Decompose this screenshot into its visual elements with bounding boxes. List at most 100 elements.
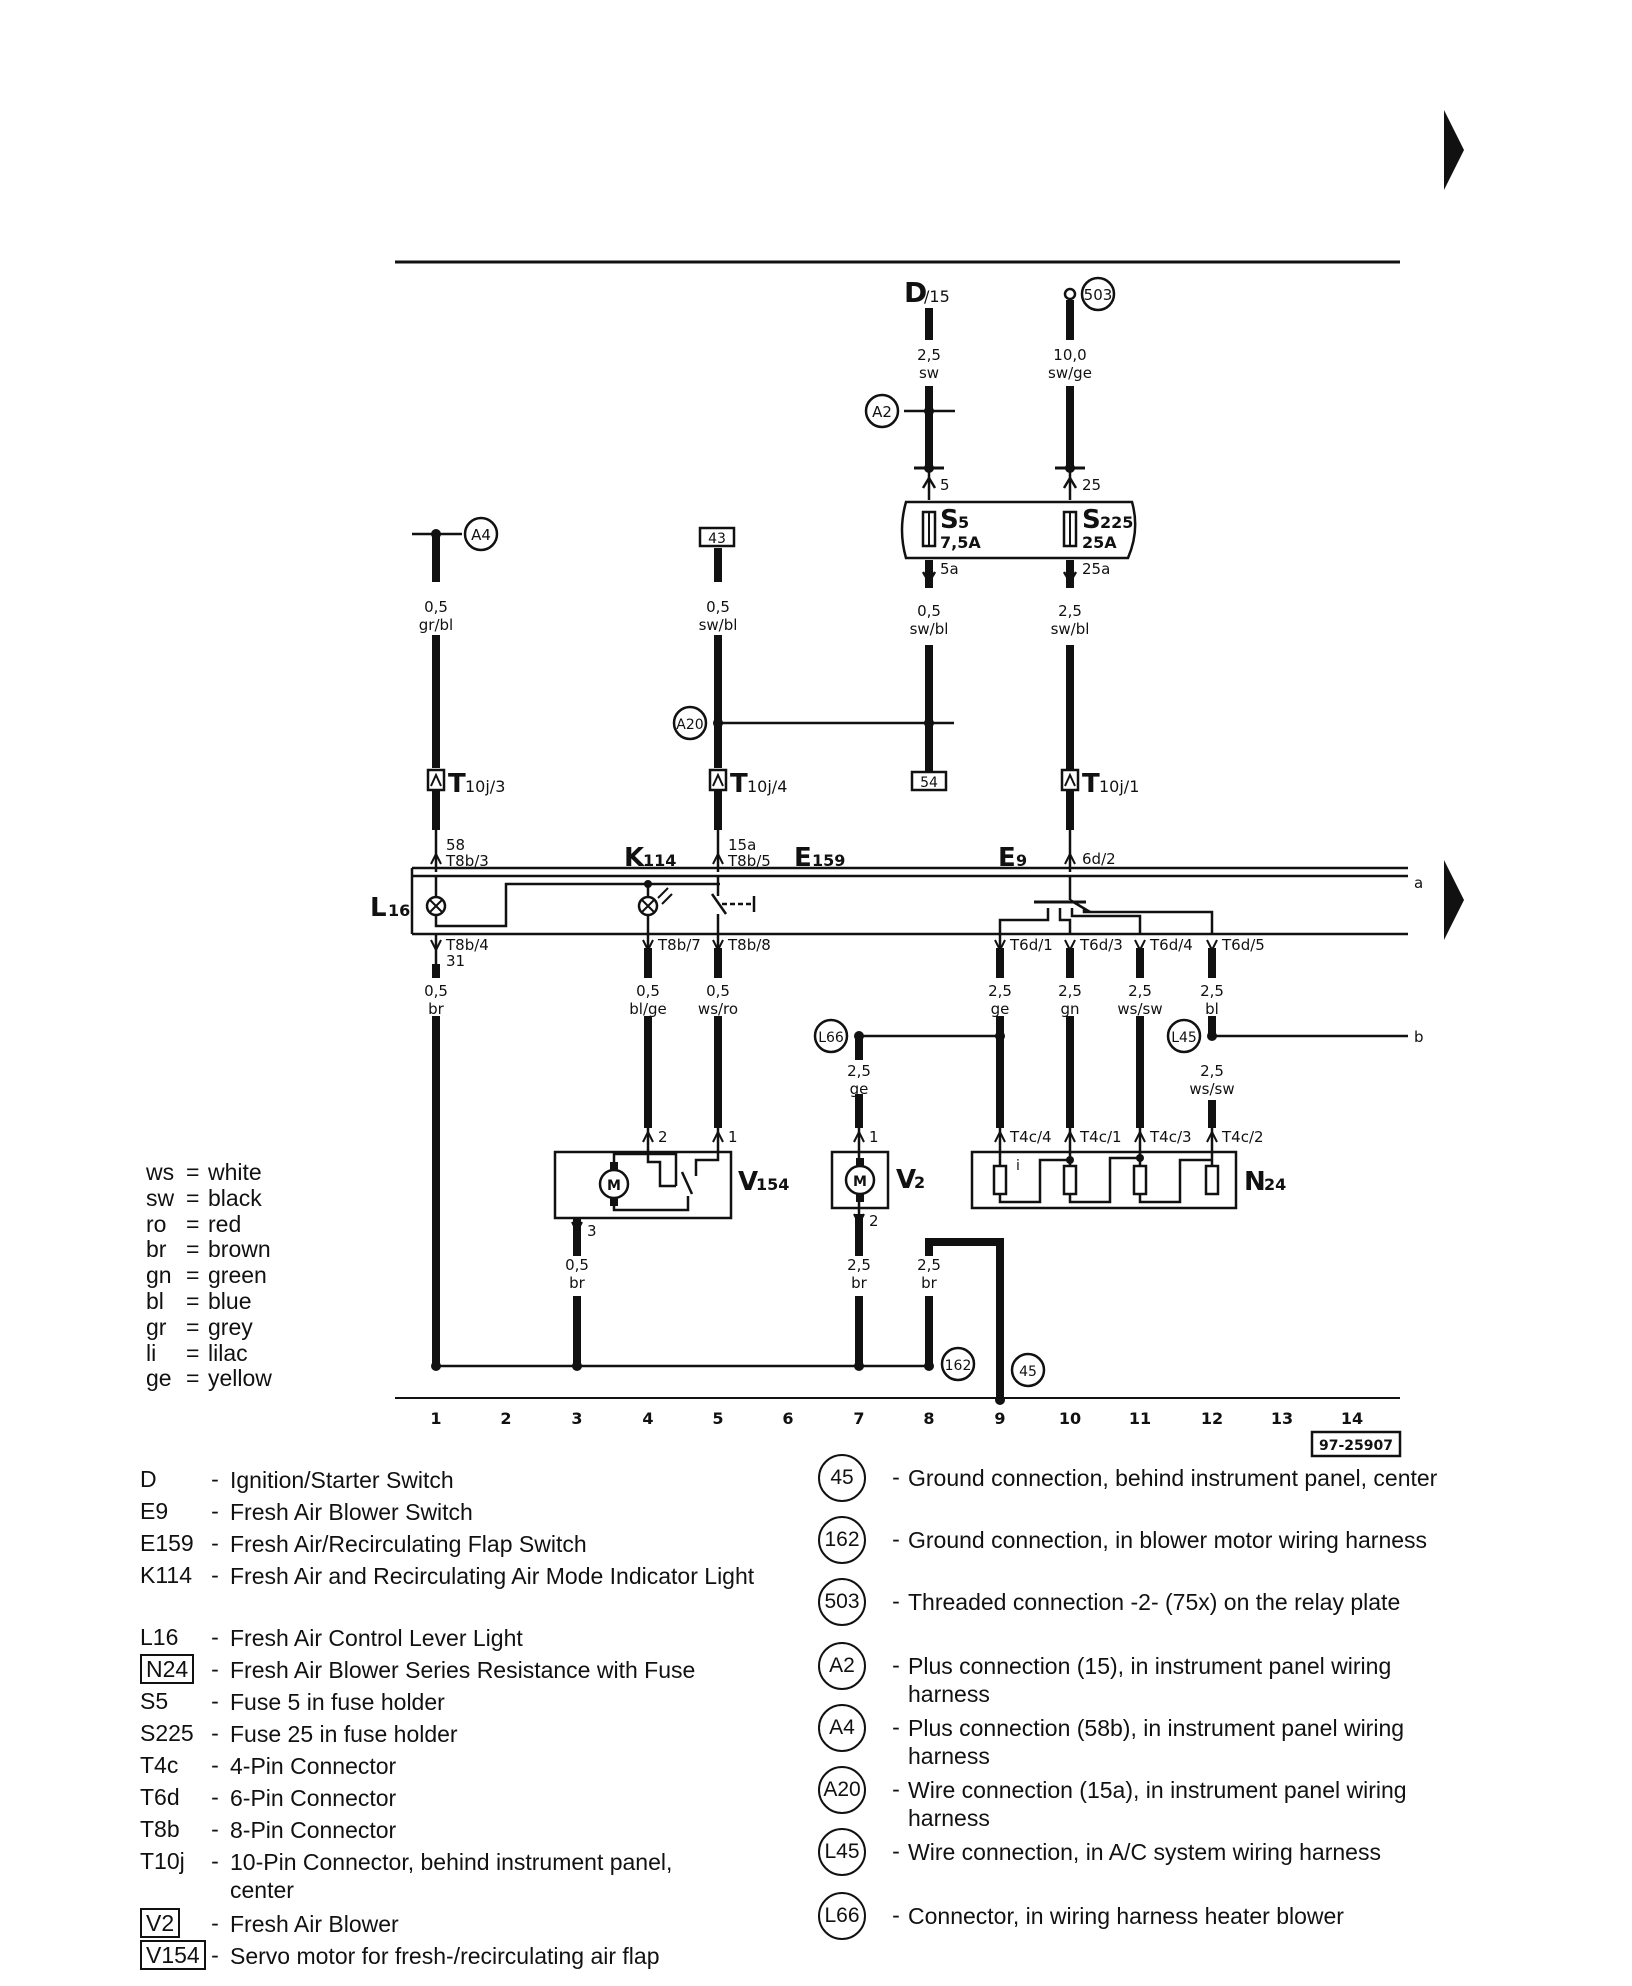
legend-desc: Plus connection (58b), in instrument pan… xyxy=(908,1715,1405,1769)
circle-162 xyxy=(940,1346,976,1382)
wire-col7-color: ge xyxy=(850,1080,869,1098)
legend-item: V2-Fresh Air Blower xyxy=(140,1908,399,1938)
blower-V2-brush-bottom xyxy=(856,1194,864,1202)
resistor-N24-r2 xyxy=(1132,1164,1148,1196)
color-code: ws xyxy=(146,1159,175,1185)
label-K114-main: K xyxy=(624,843,645,873)
pin-V154-3: 3 xyxy=(587,1222,597,1240)
legend-circle: A2 xyxy=(818,1642,866,1690)
box-43-label: 43 xyxy=(708,531,726,547)
legend-desc: Ground connection, in blower motor wirin… xyxy=(908,1527,1428,1553)
wire-col3-size: 0,5 xyxy=(565,1256,589,1274)
wire-col7-size: 2,5 xyxy=(847,1062,871,1080)
color-legend: ws=white sw=black ro=red br=brown gn=gre… xyxy=(146,1159,272,1392)
legend-circle: L45 xyxy=(818,1828,866,1876)
fuse-S225-rating: 25A xyxy=(1082,533,1117,552)
pin-T8b3: T8b/3 xyxy=(445,852,489,870)
color-name: white xyxy=(208,1159,262,1185)
terminal-503-ring xyxy=(1063,287,1077,301)
label-E159-sub: 159 xyxy=(812,851,845,870)
servo-V154-brush-bottom xyxy=(610,1198,618,1206)
column-number: 2 xyxy=(500,1409,511,1428)
column-number: 11 xyxy=(1129,1409,1151,1428)
pin-5: 5 xyxy=(940,476,950,494)
pin-arrow-58 xyxy=(430,851,442,865)
legend-code: L16 xyxy=(140,1624,179,1650)
legend-item: T4c-4-Pin Connector xyxy=(140,1752,396,1780)
servo-V154-motor-label: M xyxy=(607,1178,621,1194)
equals-sign: = xyxy=(186,1159,200,1185)
legend-desc: Fresh Air and Recirculating Air Mode Ind… xyxy=(230,1563,755,1589)
circle-45 xyxy=(1010,1352,1046,1388)
legend-code: E9 xyxy=(140,1498,169,1524)
legend-connection-item: L66-Connector, in wiring harness heater … xyxy=(818,1892,1458,1940)
pin-25: 25 xyxy=(1082,476,1101,494)
pin-6d2: 6d/2 xyxy=(1082,850,1116,868)
pin-arrow-T6d1 xyxy=(994,939,1006,953)
legend-desc: Servo motor for fresh-/recirculating air… xyxy=(230,1943,660,1969)
legend-connection-item: L45-Wire connection, in A/C system wirin… xyxy=(818,1828,1458,1876)
circle-L66 xyxy=(813,1018,849,1054)
pin-arrow-V154-2 xyxy=(642,1129,654,1143)
label-E159-main: E xyxy=(794,843,812,873)
next-page-arrow-top[interactable] xyxy=(1444,110,1464,190)
wire-S5-color: sw/bl xyxy=(910,620,949,638)
next-page-arrow-mid[interactable] xyxy=(1444,860,1464,940)
switch-E159-blade xyxy=(710,893,728,915)
legend-desc: Connector, in wiring harness heater blow… xyxy=(908,1903,1344,1929)
pin-arrow-T6d4 xyxy=(1134,939,1146,953)
box-54-label: 54 xyxy=(920,775,938,791)
resistor-N24-r3 xyxy=(1204,1164,1220,1196)
color-name: yellow xyxy=(208,1365,272,1392)
junction-L45 xyxy=(1207,1031,1217,1041)
column-number: 12 xyxy=(1201,1409,1223,1428)
legend-desc: Fresh Air Control Lever Light xyxy=(230,1625,523,1651)
label-E9-sub: 9 xyxy=(1016,851,1027,870)
label-V154-sub: 154 xyxy=(756,1175,789,1194)
legend-dash: - xyxy=(211,1466,219,1492)
circle-L66-label: L66 xyxy=(818,1030,844,1046)
equals-sign: = xyxy=(186,1313,200,1340)
pin-arrow-T8b8 xyxy=(712,939,724,953)
equals-sign: = xyxy=(186,1287,200,1314)
side-label-a: a xyxy=(1414,874,1423,892)
connector-T10j3-main: T xyxy=(448,769,466,799)
pin-arrow-15a xyxy=(712,851,724,865)
pin-arrow-T8b7 xyxy=(642,939,654,953)
pin-31: 31 xyxy=(446,952,465,970)
pin-T8b8: T8b/8 xyxy=(727,936,771,954)
pin-T8b7: T8b/7 xyxy=(657,936,701,954)
wire-col4-size: 0,5 xyxy=(636,982,660,1000)
equals-sign: = xyxy=(186,1262,200,1289)
wire-col12-size: 2,5 xyxy=(1200,982,1224,1000)
servo-V154-wire-3 xyxy=(612,1196,690,1212)
column-number: 6 xyxy=(782,1409,793,1428)
label-L16-main: L xyxy=(370,893,387,923)
equals-sign: = xyxy=(186,1236,200,1263)
color-legend-row: gr=grey xyxy=(146,1313,272,1341)
legend-code: K114 xyxy=(140,1562,193,1588)
legend-desc: Fresh Air Blower xyxy=(230,1911,399,1937)
legend-code: V2 xyxy=(140,1908,200,1938)
color-legend-row: li=lilac xyxy=(146,1340,272,1367)
lamp-K114-ray1 xyxy=(657,887,669,899)
color-name: grey xyxy=(208,1313,253,1340)
wire-col8-size: 2,5 xyxy=(917,1256,941,1274)
legend-dash: - xyxy=(892,1902,900,1928)
legend-desc: 10-Pin Connector, behind instrument pane… xyxy=(230,1849,673,1903)
legend-connection-item: A2-Plus connection (15), in instrument p… xyxy=(818,1642,1458,1708)
wire-col10-color: gn xyxy=(1060,1000,1079,1018)
label-N24-sub: 24 xyxy=(1264,1175,1286,1194)
connector-T10j3-arrow xyxy=(430,772,442,787)
pin-arrow-T4c2 xyxy=(1206,1129,1218,1143)
wire-col4-color: bl/ge xyxy=(629,1000,667,1018)
label-V2-main: V xyxy=(896,1165,916,1195)
pin-T4c3: T4c/3 xyxy=(1149,1128,1192,1146)
legend-dash: - xyxy=(892,1464,900,1490)
label-L16-sub: 16 xyxy=(388,901,410,920)
legend-desc: Fuse 5 in fuse holder xyxy=(230,1689,445,1715)
junction-N24-2 xyxy=(1066,1156,1074,1164)
wire-col12-color: bl xyxy=(1205,1000,1219,1018)
pin-T6d1: T6d/1 xyxy=(1009,936,1053,954)
circle-A4-label: A4 xyxy=(471,526,491,544)
